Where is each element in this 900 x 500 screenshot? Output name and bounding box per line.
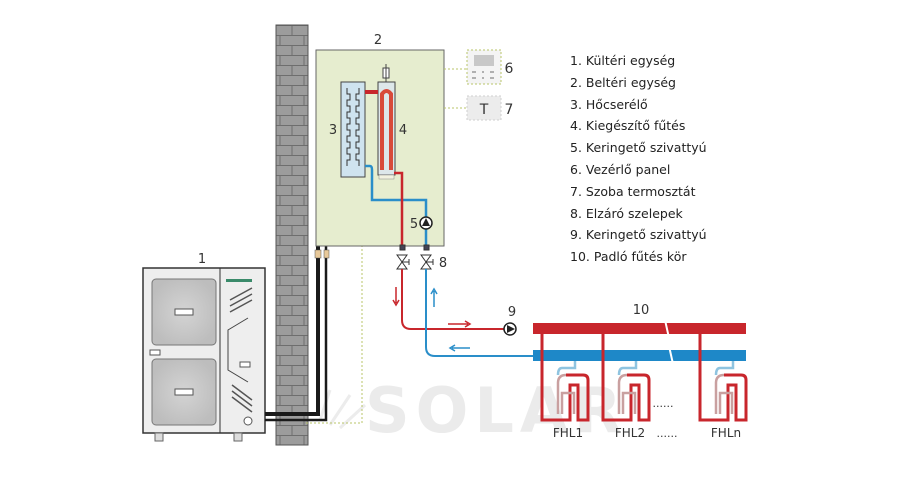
legend-item: 4. Kiegészítő fűtés [570, 118, 686, 134]
loop-ellipsis: ...... [653, 397, 674, 410]
floor-heating-loop [540, 350, 590, 422]
callout-6: 6 [505, 61, 514, 77]
circulation-pump-9 [503, 322, 517, 336]
legend-item: 1. Kültéri egység [570, 53, 676, 68]
floor-heating-loop [698, 350, 748, 422]
supply-pipe-internal [394, 171, 404, 245]
return-manifold [533, 350, 746, 361]
legend-item: 5. Keringető szivattyú [570, 140, 707, 156]
legend-item: 6. Vezérlő panel [570, 161, 671, 177]
legend-item: 3. Hőcserélő [570, 96, 648, 112]
outdoor-unit [142, 267, 266, 442]
legend: 1. Kültéri egység 2. Beltéri egység 3. H… [570, 50, 707, 268]
callout-3: 3 [329, 123, 337, 138]
callout-5: 5 [410, 217, 418, 232]
backup-heater [377, 64, 396, 180]
callout-7: 7 [505, 102, 514, 118]
room-thermostat [466, 95, 502, 121]
floor-heating-loop [601, 350, 651, 422]
thermostat-symbol: T [479, 102, 489, 118]
return-pipe-internal [365, 164, 428, 245]
loop-label-1: FHL1 [553, 426, 583, 440]
brick-wall [275, 24, 309, 446]
callout-2: 2 [374, 33, 382, 48]
callout-10: 10 [633, 303, 650, 318]
control-panel [466, 49, 502, 85]
heat-exchanger [340, 81, 366, 178]
legend-item: 9. Keringető szivattyú [570, 227, 707, 243]
flow-arrows [392, 287, 472, 352]
supply-pipe [401, 269, 512, 330]
circulation-pump-5 [419, 216, 433, 230]
shutoff-valves [396, 244, 434, 270]
callout-1: 1 [198, 252, 206, 267]
loop-label-n: FHLn [711, 426, 741, 440]
callout-8: 8 [439, 256, 447, 271]
control-cable [305, 245, 363, 424]
loop-label-ellipsis: ...... [657, 427, 678, 440]
supply-manifold [533, 323, 746, 334]
legend-item: 7. Szoba termosztát [570, 183, 696, 199]
legend-item: 10. Padló fűtés kör [570, 249, 687, 265]
callout-4: 4 [399, 123, 407, 138]
legend-item: 8. Elzáró szelepek [570, 205, 683, 221]
callout-9: 9 [508, 305, 516, 320]
legend-item: 2. Beltéri egység [570, 74, 676, 90]
loop-label-2: FHL2 [615, 426, 645, 440]
return-pipe [425, 269, 533, 357]
